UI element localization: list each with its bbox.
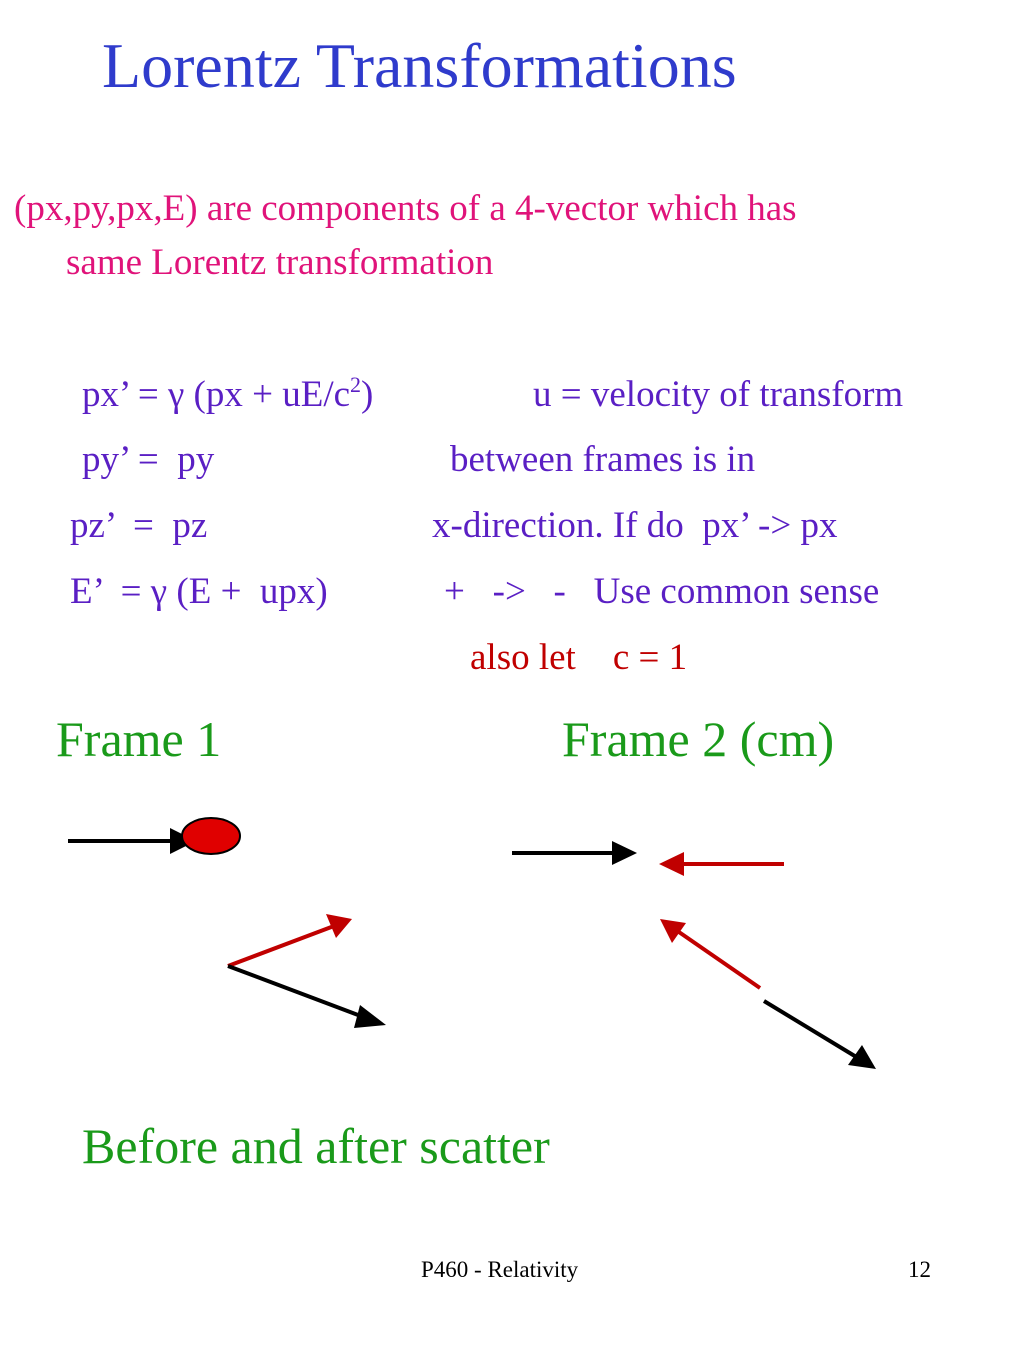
note-direction: x-direction. If do px’ -> px [432, 505, 838, 546]
equation-px-exponent: 2 [350, 372, 362, 397]
frame1-scattered-black-arrowhead [354, 1005, 386, 1028]
equation-pz: pz’ = pz [70, 505, 208, 546]
frame1-scattered-red-arrow [227, 924, 335, 968]
frame1-scattered-red-arrowhead [326, 914, 352, 938]
frame-1-label: Frame 1 [56, 711, 222, 767]
target-particle [181, 817, 241, 855]
frame2-red-scattered-arrowhead [660, 919, 686, 943]
equation-py: py’ = py [82, 439, 215, 480]
frame2-black-scattered-arrow [762, 999, 860, 1060]
equation-px-main: px’ = γ (px + uE/c [82, 374, 351, 415]
frame2-black-scattered-arrowhead [848, 1045, 876, 1069]
note-common-sense: + -> - Use common sense [444, 571, 880, 612]
scatter-caption: Before and after scatter [82, 1118, 550, 1174]
equation-e: E’ = γ (E + upx) [70, 571, 328, 612]
frame2-red-incoming-arrowhead [659, 852, 684, 876]
footer-course: P460 - Relativity [421, 1257, 579, 1282]
intro-line-2: same Lorentz transformation [66, 242, 494, 283]
note-frames: between frames is in [450, 439, 756, 480]
equation-px-close: ) [361, 374, 374, 415]
frame2-red-scattered-arrow [674, 928, 762, 990]
frame2-black-incoming-arrowhead [612, 841, 637, 865]
intro-line-1: (px,py,px,E) are components of a 4-vecto… [14, 188, 797, 229]
note-c-equals-1: also let c = 1 [470, 637, 688, 678]
equation-px: px’ = γ (px + uE/c2) [82, 374, 374, 415]
note-velocity: u = velocity of transform [533, 374, 904, 415]
slide-title: Lorentz Transformations [102, 30, 737, 101]
frame-2-label: Frame 2 (cm) [562, 711, 835, 767]
footer-page-number: 12 [908, 1257, 931, 1282]
frame1-scattered-black-arrow [227, 964, 367, 1020]
